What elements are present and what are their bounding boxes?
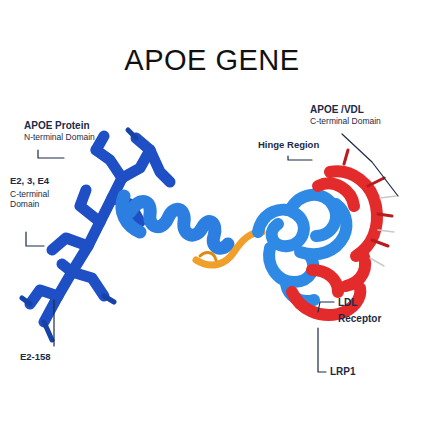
part-label: N-terminal Domain — [24, 133, 144, 143]
part-label: C-terminal Domain — [10, 190, 62, 210]
c-terminal-ribbon — [258, 195, 346, 301]
part-label: C-terminal Domain — [310, 117, 420, 127]
part-label: E2, 3, E4 — [10, 176, 80, 187]
diagram-title: APOE GENE — [0, 44, 424, 77]
part-label: LRP1 — [330, 366, 390, 378]
part-label: E2-158 — [20, 352, 100, 363]
middle-helix — [122, 196, 228, 248]
part-label: APOE /VDL — [310, 104, 410, 116]
part-label: Hinge Region — [258, 140, 368, 151]
receptor-binding-region — [292, 171, 377, 315]
hinge-loop — [196, 232, 262, 265]
part-label: APOE Protein — [24, 120, 144, 132]
leader-line — [26, 134, 398, 372]
part-label: LDL Receptor — [338, 295, 402, 327]
